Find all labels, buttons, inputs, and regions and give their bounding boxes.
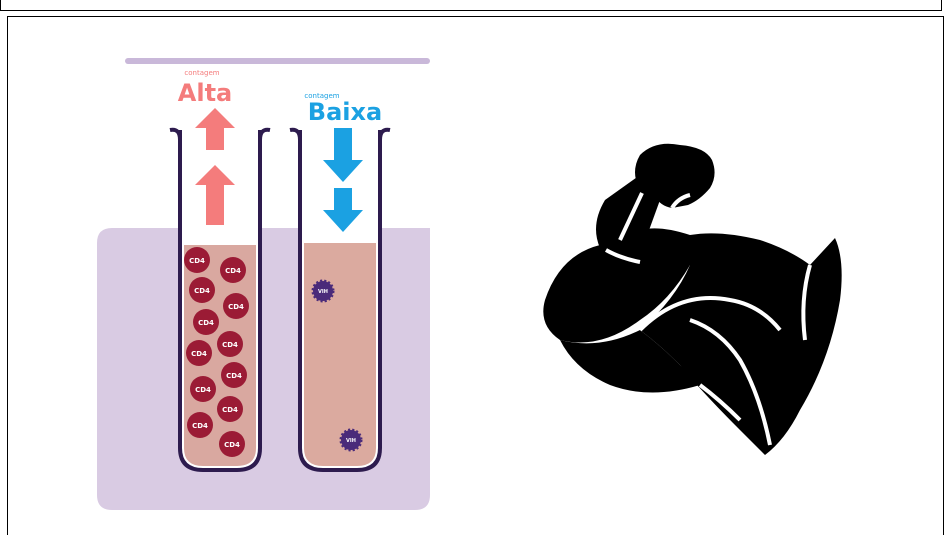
cd4-label: CD4	[195, 386, 211, 394]
card-top-edge	[125, 58, 430, 64]
right-test-tube: VIH VIH contagem Baixa	[290, 92, 390, 470]
vih-label: VIH	[346, 438, 356, 444]
cd4-label: CD4	[192, 422, 208, 430]
cd4-label: CD4	[194, 287, 210, 295]
cd4-label: CD4	[224, 441, 240, 449]
alta-label: Alta	[178, 79, 232, 107]
cd4-label: CD4	[189, 257, 205, 265]
right-tube-liquid	[304, 243, 376, 466]
cd4-label: CD4	[228, 303, 244, 311]
cd4-label: CD4	[222, 341, 238, 349]
left-small-label: contagem	[184, 69, 219, 77]
cd4-label: CD4	[198, 319, 214, 327]
cd4-label: CD4	[225, 267, 241, 275]
hiv-virus-icon: VIH	[341, 430, 361, 450]
test-tube-illustration: CD4 CD4 CD4 CD4 CD4 CD4 CD4 CD4 CD4 CD4 …	[97, 58, 430, 510]
vih-label: VIH	[318, 289, 328, 295]
left-test-tube: CD4 CD4 CD4 CD4 CD4 CD4 CD4 CD4 CD4 CD4 …	[170, 69, 270, 470]
hiv-virus-icon: VIH	[313, 281, 333, 301]
cd4-label: CD4	[226, 372, 242, 380]
baixa-label: Baixa	[308, 98, 382, 126]
cd4-label: CD4	[222, 406, 238, 414]
cd4-label: CD4	[191, 350, 207, 358]
